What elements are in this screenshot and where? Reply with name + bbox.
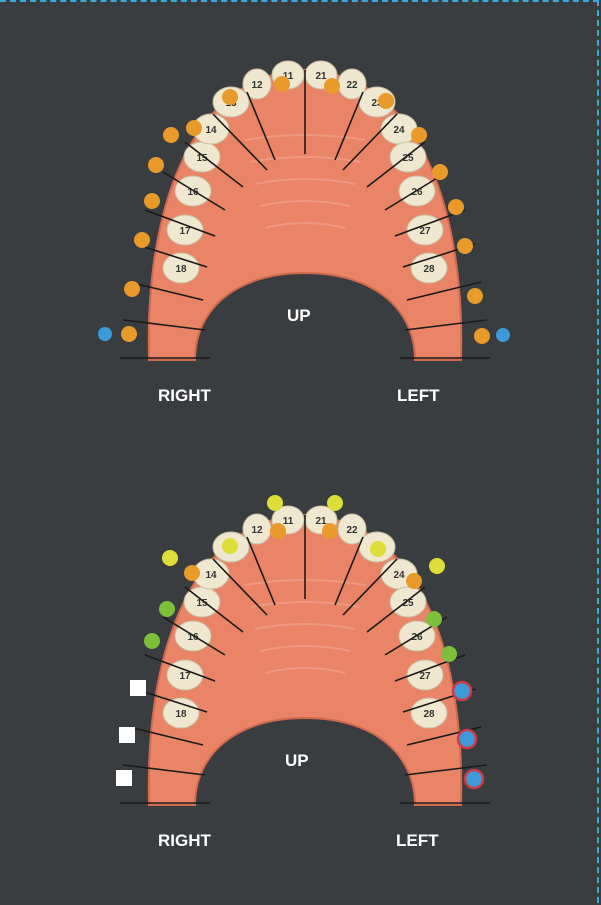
tooth-number: 14 xyxy=(205,125,217,136)
orange-marker xyxy=(134,232,150,248)
tooth-number: 24 xyxy=(393,125,405,136)
tooth-number: 28 xyxy=(423,264,435,275)
tooth-number: 17 xyxy=(179,671,191,682)
yellow-marker xyxy=(327,495,343,511)
orange-marker xyxy=(148,157,164,173)
green-marker xyxy=(426,611,442,627)
tooth-number: 22 xyxy=(346,80,358,91)
tooth-number: 18 xyxy=(175,709,187,720)
white-square-marker xyxy=(116,770,132,786)
white-square-marker xyxy=(130,680,146,696)
orange-marker xyxy=(448,199,464,215)
blue-marker xyxy=(98,327,112,341)
tooth-number: 17 xyxy=(179,226,191,237)
yellow-marker xyxy=(267,495,283,511)
orange-marker xyxy=(274,76,290,92)
orange-marker xyxy=(411,127,427,143)
tooth-number: 12 xyxy=(251,525,263,536)
tooth-number: 24 xyxy=(393,570,405,581)
right-label-1: RIGHT xyxy=(158,386,212,405)
blue-ring-marker xyxy=(458,730,476,748)
tooth-number: 27 xyxy=(419,226,431,237)
orange-marker xyxy=(432,164,448,180)
blue-ring-marker xyxy=(465,770,483,788)
orange-marker xyxy=(457,238,473,254)
orange-marker xyxy=(378,93,394,109)
blue-marker xyxy=(496,328,510,342)
orange-marker xyxy=(474,328,490,344)
green-marker xyxy=(144,633,160,649)
orange-marker xyxy=(222,89,238,105)
yellow-marker xyxy=(222,538,238,554)
orange-marker xyxy=(184,565,200,581)
green-marker xyxy=(159,601,175,617)
tooth-number: 14 xyxy=(205,570,217,581)
orange-marker xyxy=(163,127,179,143)
yellow-marker xyxy=(162,550,178,566)
tooth-number: 28 xyxy=(423,709,435,720)
orange-marker xyxy=(121,326,137,342)
blue-ring-marker xyxy=(453,682,471,700)
orange-marker xyxy=(324,78,340,94)
yellow-marker xyxy=(370,541,386,557)
up-label-2: UP xyxy=(285,751,309,770)
white-square-marker xyxy=(119,727,135,743)
left-label-2: LEFT xyxy=(396,831,439,850)
orange-marker xyxy=(270,523,286,539)
tooth-number: 18 xyxy=(175,264,187,275)
orange-marker xyxy=(322,523,338,539)
tooth-number: 22 xyxy=(346,525,358,536)
yellow-marker xyxy=(429,558,445,574)
orange-marker xyxy=(144,193,160,209)
left-label-1: LEFT xyxy=(397,386,440,405)
tooth-number: 12 xyxy=(251,80,263,91)
tooth-number: 27 xyxy=(419,671,431,682)
up-label-1: UP xyxy=(287,306,311,325)
orange-marker xyxy=(186,120,202,136)
orange-marker xyxy=(406,573,422,589)
green-marker xyxy=(441,646,457,662)
right-label-2: RIGHT xyxy=(158,831,212,850)
tooth-number: 11 xyxy=(283,516,294,527)
orange-marker xyxy=(124,281,140,297)
orange-marker xyxy=(467,288,483,304)
tooth-number: 21 xyxy=(315,71,327,82)
